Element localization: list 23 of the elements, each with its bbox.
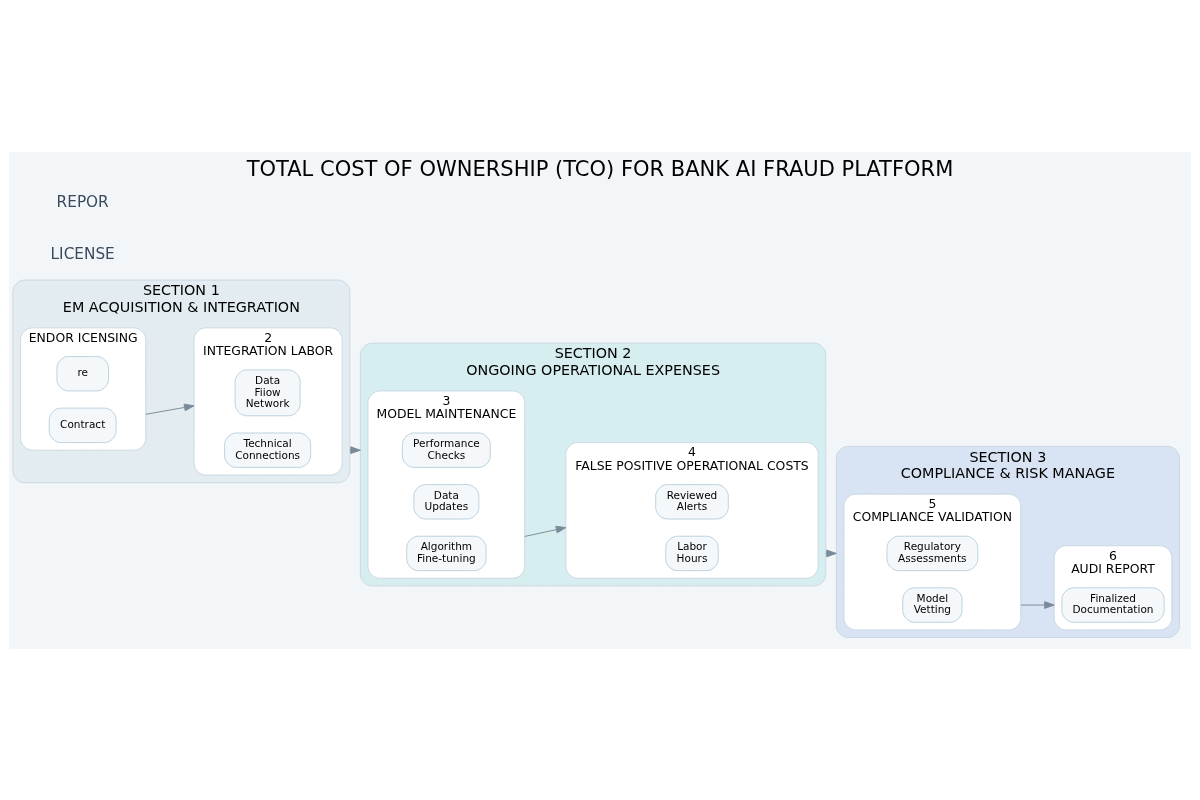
node-label: 3 xyxy=(442,392,451,408)
arrow xyxy=(145,403,195,415)
node-box: Technical Connections xyxy=(224,432,312,468)
node-box: Data Updates xyxy=(413,483,480,519)
node-label: 4 xyxy=(688,443,696,459)
node-box: Regulatory Assessments xyxy=(886,535,979,571)
node-box: Reviewed Alerts xyxy=(655,483,729,519)
diagram-title: TOTAL COST OF OWNERSHIP (TCO) FOR BANK AI FRAUD PLATFORM xyxy=(246,155,954,181)
node-box: Performance Checks xyxy=(401,432,491,468)
node-label: 2 xyxy=(264,329,273,345)
node-box: Model Vetting xyxy=(902,586,963,623)
node-label: 5 xyxy=(928,495,937,511)
arrow xyxy=(1020,600,1055,609)
node-box: Contract xyxy=(48,407,117,443)
label: REPOR xyxy=(56,192,109,211)
node-box: Labor Hours xyxy=(665,535,719,571)
node-box: Algorithm Fine-tuning xyxy=(406,535,487,571)
node-label: 6 xyxy=(1109,547,1117,563)
arrow xyxy=(524,525,567,537)
label: LICENSE xyxy=(50,244,115,263)
node-box: Finalized Documentation xyxy=(1061,586,1165,623)
node-box: Data Fiiow Network xyxy=(234,368,301,416)
node-box: re xyxy=(56,355,109,391)
